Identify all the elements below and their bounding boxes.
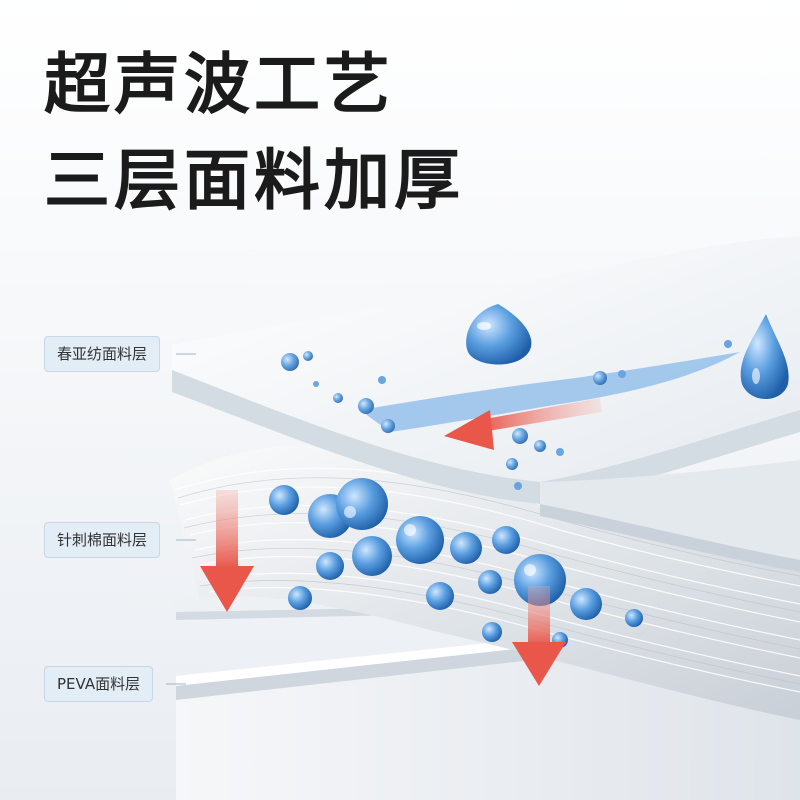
- absorbed-droplets: [269, 478, 643, 648]
- arrow-horizontal: [444, 398, 602, 450]
- arrow-down-right: [512, 586, 566, 686]
- layer-label-peva: PEVA面料层: [44, 666, 154, 702]
- headline-line-2: 三层面料加厚: [44, 142, 464, 219]
- leader-lines: [166, 353, 196, 685]
- flow-arrows: [200, 398, 602, 686]
- layer-label-chunya: 春亚纺面料层: [44, 336, 161, 372]
- water-droplets: [466, 304, 789, 399]
- headline-line-1: 超声波工艺: [44, 46, 394, 123]
- water-splash: [281, 340, 740, 490]
- layer-label-needle-punched-cotton: 针刺棉面料层: [44, 522, 161, 558]
- arrow-down-left: [200, 490, 254, 612]
